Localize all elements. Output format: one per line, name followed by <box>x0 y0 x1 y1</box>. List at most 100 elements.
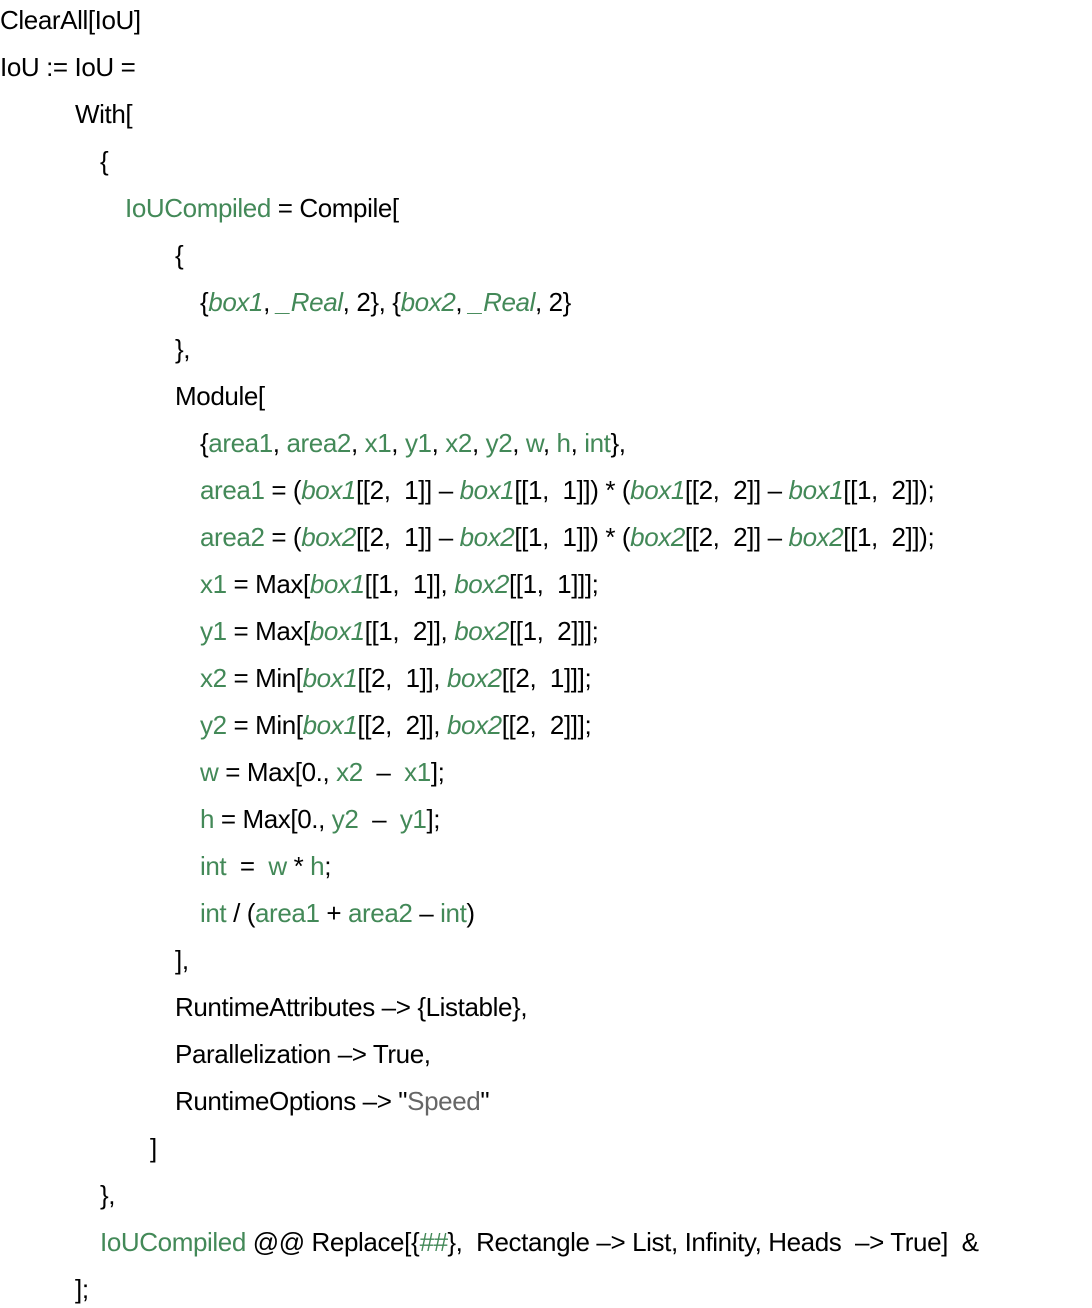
code-text: = Max[0., <box>214 804 332 834</box>
code-text: }, <box>175 334 191 364</box>
code-text: ]; <box>75 1274 89 1304</box>
code-symbol: int <box>584 428 611 458</box>
code-symbol: area1 <box>200 475 265 505</box>
code-pattern-variable: _Real <box>276 287 343 317</box>
code-text: ]; <box>430 757 445 787</box>
code-symbol: int <box>200 898 227 928</box>
code-pattern-variable: box1 <box>309 569 365 599</box>
code-text: [[1, 2]]]; <box>508 616 599 646</box>
code-symbol: h <box>310 851 325 881</box>
code-pattern-variable: box2 <box>446 663 502 693</box>
code-text: ] <box>150 1133 157 1163</box>
code-pattern-variable: box2 <box>454 616 509 646</box>
code-symbol: y2 <box>485 428 513 458</box>
code-text: – <box>358 804 400 834</box>
code-pattern-variable: box1 <box>301 475 356 505</box>
code-text: { <box>175 240 184 270</box>
code-symbol: x2 <box>445 428 472 458</box>
code-pattern-variable: _Real <box>469 287 535 317</box>
code-text: RuntimeAttributes –> {Listable}, <box>175 992 528 1022</box>
code-line: y1 = Max[box1[[1, 2]], box2[[1, 2]]]; <box>200 616 599 646</box>
code-symbol: area2 <box>286 428 351 458</box>
code-text: [[1, 1]]) * ( <box>514 475 631 505</box>
code-text: , <box>512 428 526 458</box>
code-text: , <box>471 428 486 458</box>
code-symbol: area2 <box>200 522 265 552</box>
code-symbol: y2 <box>200 710 227 740</box>
code-pattern-variable: box2 <box>446 710 502 740</box>
code-pattern-variable: box2 <box>459 522 515 552</box>
code-symbol: y1 <box>399 804 427 834</box>
code-text: [[1, 2]]); <box>843 522 935 552</box>
code-text: = Max[ <box>226 569 310 599</box>
code-string: Speed <box>407 1086 481 1116</box>
code-text: , <box>350 428 365 458</box>
code-pattern-variable: box2 <box>788 522 844 552</box>
code-text: , <box>391 428 405 458</box>
code-symbol: area1 <box>208 428 273 458</box>
code-line: RuntimeOptions –> "Speed" <box>175 1086 490 1116</box>
code-text: [[2, 1]] – <box>355 522 460 552</box>
code-line: RuntimeAttributes –> {Listable}, <box>175 992 528 1022</box>
code-text: , <box>570 428 585 458</box>
code-text: [[1, 1]]) * ( <box>514 522 631 552</box>
code-text: @@ Replace[{ <box>245 1227 420 1257</box>
code-text: [[2, 1]]]; <box>501 663 592 693</box>
code-text: " <box>480 1086 490 1116</box>
code-text: Module[ <box>175 381 265 411</box>
code-line: IoUCompiled = Compile[ <box>125 193 399 223</box>
code-text: [[2, 2]] – <box>684 522 789 552</box>
code-symbol: y1 <box>200 616 227 646</box>
code-line: int / (area1 + area2 – int) <box>200 898 475 928</box>
code-text: ; <box>324 851 332 881</box>
code-pattern-variable: box1 <box>459 475 515 505</box>
code-text: [[2, 1]], <box>357 663 447 693</box>
code-text: = Max[0., <box>218 757 337 787</box>
code-text: [[2, 2]], <box>357 710 447 740</box>
code-line: int = w * h; <box>200 851 331 881</box>
code-pattern-variable: ## <box>419 1227 448 1257</box>
code-line: ]; <box>75 1274 89 1304</box>
code-text: With[ <box>75 99 133 129</box>
code-line: ClearAll[IoU] <box>0 5 141 35</box>
code-pattern-variable: box1 <box>302 710 358 740</box>
code-text: ) <box>466 898 475 928</box>
code-text: , <box>431 428 446 458</box>
code-line: { <box>100 146 109 176</box>
code-symbol: w <box>525 428 543 458</box>
code-text: [[1, 2]]); <box>843 475 935 505</box>
code-text: – <box>362 757 405 787</box>
code-pattern-variable: box1 <box>630 475 685 505</box>
code-text: }, <box>610 428 627 458</box>
code-symbol: int <box>200 851 227 881</box>
code-pattern-variable: box1 <box>208 287 264 317</box>
code-text: [[2, 2]] – <box>684 475 789 505</box>
code-line: area2 = (box2[[2, 1]] – box2[[1, 1]]) * … <box>200 522 935 552</box>
code-symbol: IoUCompiled <box>100 1227 246 1257</box>
code-symbol: area2 <box>347 898 413 928</box>
code-text: = ( <box>264 475 302 505</box>
code-text: = ( <box>264 522 302 552</box>
code-text: , <box>542 428 557 458</box>
code-text: [[1, 1]]]; <box>508 569 599 599</box>
code-symbol: x2 <box>200 663 227 693</box>
code-symbol: area1 <box>255 898 320 928</box>
code-text: * <box>286 851 311 881</box>
code-line: { <box>175 240 184 270</box>
code-symbol: y2 <box>331 804 359 834</box>
code-text: { <box>200 287 209 317</box>
code-text: ]; <box>426 804 441 834</box>
code-text: [[1, 2]], <box>364 616 455 646</box>
code-line: }, <box>100 1180 116 1210</box>
code-symbol: x1 <box>364 428 392 458</box>
code-line: ], <box>175 945 189 975</box>
code-text: = Compile[ <box>270 193 399 223</box>
code-pattern-variable: box1 <box>302 663 358 693</box>
code-text: { <box>200 428 209 458</box>
code-text: ], <box>175 945 189 975</box>
code-symbol: w <box>200 757 219 787</box>
code-pattern-variable: box2 <box>301 522 356 552</box>
code-line: x2 = Min[box1[[2, 1]], box2[[2, 1]]]; <box>200 663 592 693</box>
code-text: ClearAll[IoU] <box>0 5 141 35</box>
code-symbol: h <box>556 428 571 458</box>
